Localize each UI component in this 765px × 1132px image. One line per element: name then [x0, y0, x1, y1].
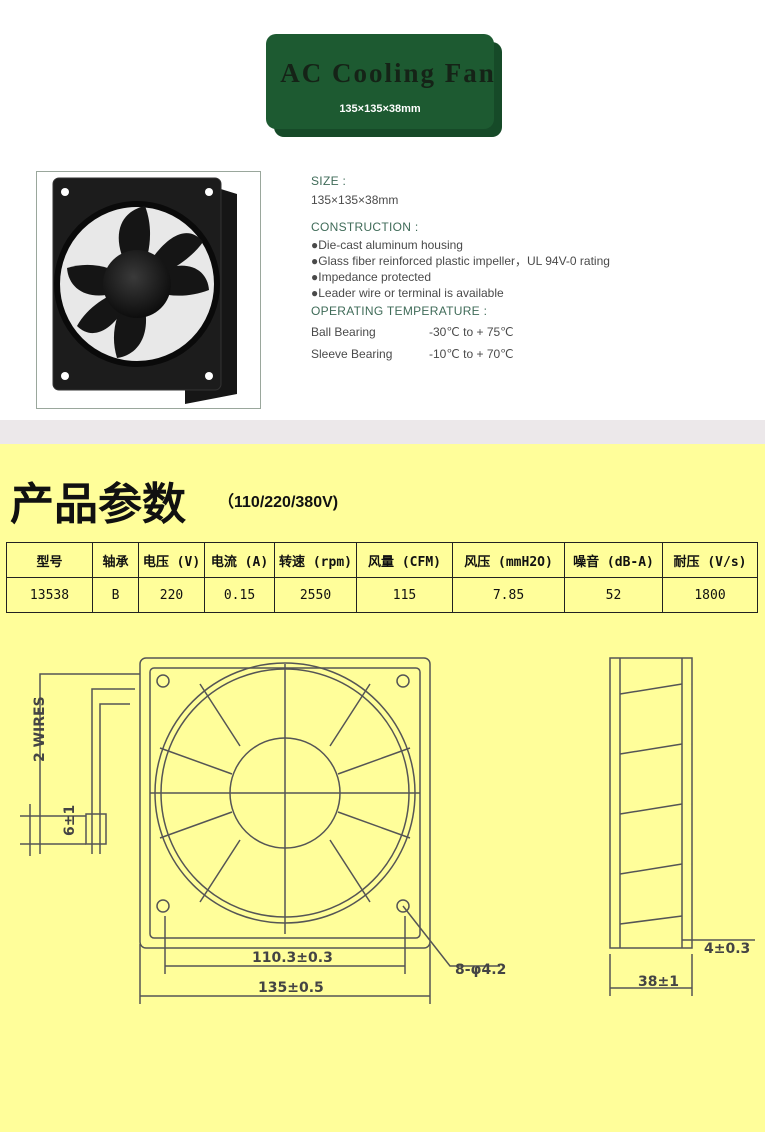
wires-label: 2 WIRES [32, 696, 48, 762]
temperature-row: Sleeve Bearing -10℃ to + 70℃ [311, 343, 741, 365]
construction-item: ●Leader wire or terminal is available [311, 286, 504, 300]
construction-heading: CONSTRUCTION : [311, 220, 419, 234]
construction-item: ●Die-cast aluminum housing [311, 238, 463, 252]
outer-dimension-label: 135±0.5 [258, 980, 324, 996]
banner-subtitle: 135×135×38mm [339, 103, 421, 115]
table-cell: 1800 [662, 577, 758, 613]
hole-leader-line [402, 905, 500, 967]
params-table: 型号 轴承 电压 (V) 电流 (A) 转速 (rpm) 风量 (CFM) 风压… [6, 542, 758, 613]
table-header-cell: 风压 (mmH2O) [452, 542, 565, 578]
bearing-name: Ball Bearing [311, 325, 376, 339]
temperature-row: Ball Bearing -30℃ to + 75℃ [311, 321, 741, 343]
wire-lines [39, 673, 140, 854]
table-cell: 2550 [274, 577, 357, 613]
table-cell: 115 [356, 577, 453, 613]
size-heading: SIZE : [311, 174, 347, 188]
table-header-cell: 电流 (A) [204, 542, 275, 578]
spec-panel: SIZE : 135×135×38mm CONSTRUCTION : ●Die-… [311, 174, 741, 365]
table-header-cell: 型号 [6, 542, 93, 578]
table-cell: 7.85 [452, 577, 565, 613]
table-header-cell: 噪音 (dB-A) [564, 542, 663, 578]
side-view-outline [609, 657, 693, 949]
title-banner [266, 34, 494, 129]
mount-hole [396, 674, 410, 688]
table-header-cell: 轴承 [92, 542, 139, 578]
flange-label: 4±0.3 [704, 941, 750, 957]
table-header-cell: 转速 (rpm) [274, 542, 357, 578]
depth-label: 38±1 [638, 974, 679, 990]
mount-hole [156, 899, 170, 913]
holes-label: 8-φ4.2 [455, 962, 506, 978]
table-cell: 52 [564, 577, 663, 613]
inner-dimension-label: 110.3±0.3 [252, 950, 333, 966]
temperature-range: -30℃ to + 75℃ [429, 325, 514, 339]
dimension-drawing: 2 WIRES 6±1 110.3±0.3 135±0.5 8-φ4.2 38±… [20, 657, 755, 1004]
banner-title: AC Cooling Fan [280, 58, 496, 88]
table-header-cell: 耐压 (V/s) [662, 542, 758, 578]
divider-band [0, 420, 765, 444]
table-cell: 0.15 [204, 577, 275, 613]
table-row: 13538 B 220 0.15 2550 115 7.85 52 1800 [6, 577, 758, 613]
construction-item: ●Glass fiber reinforced plastic impeller… [311, 254, 610, 268]
temperature-range: -10℃ to + 70℃ [429, 347, 514, 361]
fan-photo [36, 171, 261, 409]
mount-hole [156, 674, 170, 688]
temperature-heading: OPERATING TEMPERATURE : [311, 304, 488, 318]
table-header-cell: 电压 (V) [138, 542, 205, 578]
fan-frame-outline [139, 657, 431, 949]
construction-item: ●Impedance protected [311, 270, 431, 284]
size-value: 135×135×38mm [311, 193, 399, 207]
temperature-table: Ball Bearing -30℃ to + 75℃ Sleeve Bearin… [311, 321, 741, 365]
construction-list: ●Die-cast aluminum housing ●Glass fiber … [311, 237, 741, 301]
params-voltages: （110/220/380V) [218, 494, 339, 511]
table-cell: 220 [138, 577, 205, 613]
table-cell: B [92, 577, 139, 613]
bearing-name: Sleeve Bearing [311, 347, 393, 361]
mount-hole [396, 899, 410, 913]
fan-image-icon [52, 177, 237, 404]
table-header-cell: 风量 (CFM) [356, 542, 453, 578]
params-title: 产品参数 [10, 479, 186, 530]
table-header-row: 型号 轴承 电压 (V) 电流 (A) 转速 (rpm) 风量 (CFM) 风压… [6, 542, 758, 578]
wire-tolerance-label: 6±1 [62, 805, 78, 836]
table-cell: 13538 [6, 577, 93, 613]
